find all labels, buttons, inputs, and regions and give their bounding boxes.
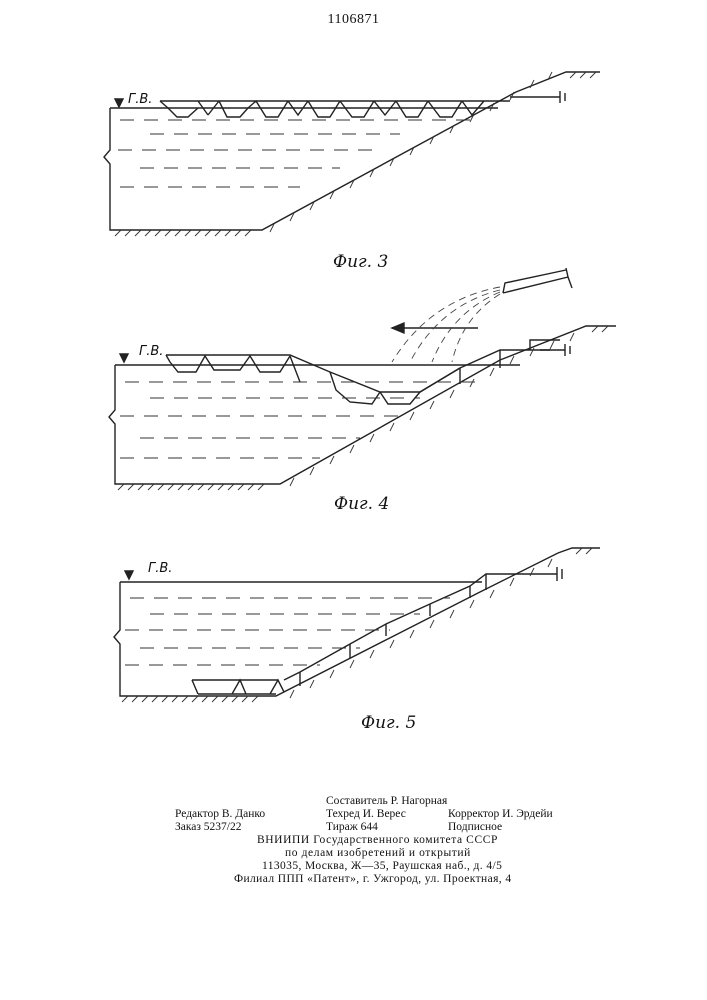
- imprint-order: Заказ 5237/22: [175, 821, 242, 834]
- patent-number: 1106871: [0, 12, 707, 28]
- water-level-label-fig4: Г.В.: [139, 344, 163, 359]
- figure-4-drawing: [0, 260, 707, 500]
- imprint-address: 113035, Москва, Ж—35, Раушская наб., д. …: [262, 860, 502, 873]
- figure-5-drawing: [0, 530, 707, 710]
- imprint-editor: Редактор В. Данко: [175, 808, 265, 821]
- imprint-compiler: Составитель Р. Нагорная: [326, 795, 447, 808]
- imprint-corrector: Корректор И. Эрдейи: [448, 808, 553, 821]
- figure-3-drawing: [0, 60, 707, 250]
- imprint-institute: ВНИИПИ Государственного комитета СССР: [257, 834, 498, 847]
- water-level-label-fig5: Г.В.: [148, 561, 172, 576]
- imprint-branch: Филиал ППП «Патент», г. Ужгород, ул. Про…: [234, 873, 512, 886]
- imprint-institute-line2: по делам изобретений и открытий: [285, 847, 471, 860]
- imprint-techred: Техред И. Верес: [326, 808, 406, 821]
- water-level-label-fig3: Г.В.: [128, 92, 152, 107]
- figure-5-caption: Фиг. 5: [361, 713, 416, 733]
- imprint-print-run: Тираж 644: [326, 821, 378, 834]
- figure-4-caption: Фиг. 4: [334, 494, 389, 514]
- imprint-subscription: Подписное: [448, 821, 502, 834]
